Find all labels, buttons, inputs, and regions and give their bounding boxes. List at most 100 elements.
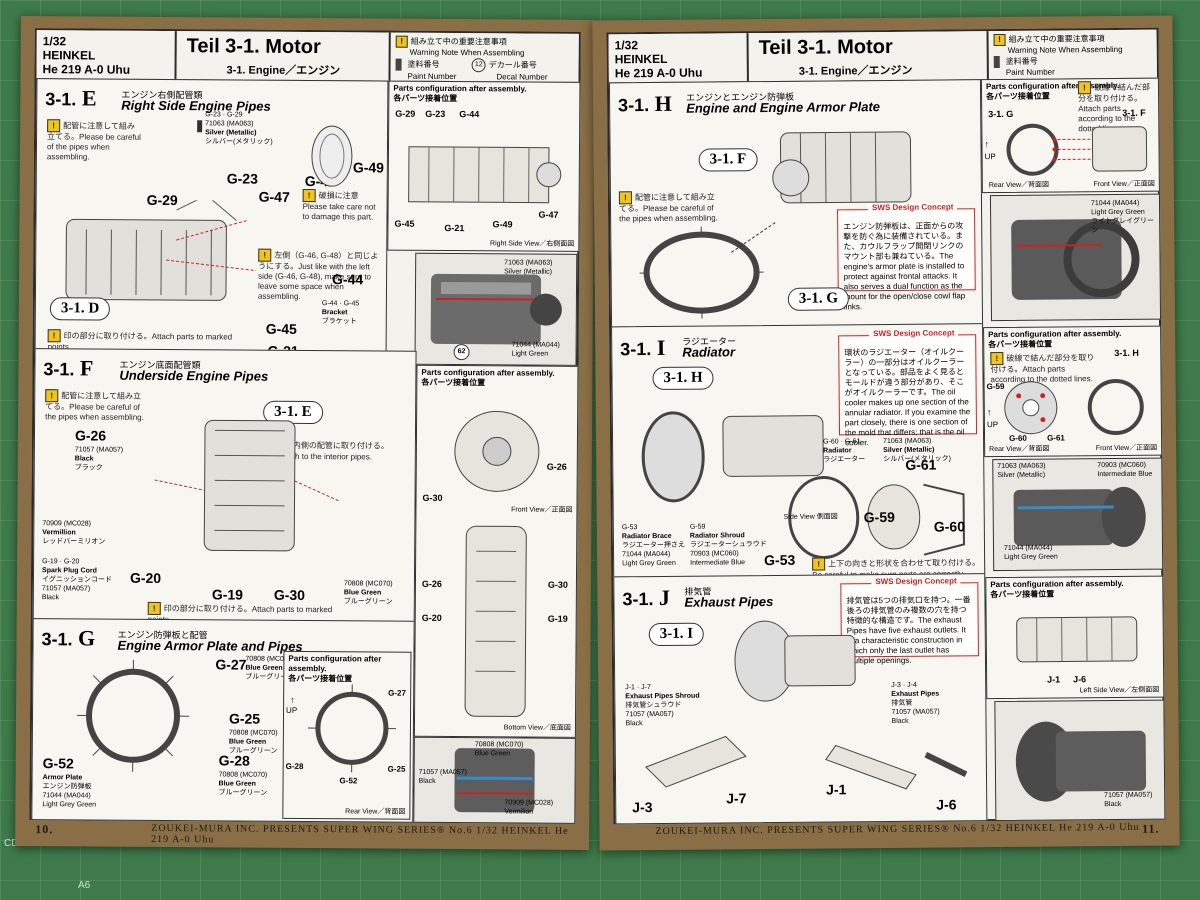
section-i: 3-1. I ラジエーター Radiator 3-1. H SWS Design…: [611, 323, 986, 579]
concept-title-i: SWS Design Concept: [869, 328, 959, 340]
section-f-note1-text: 配管に注意して組み立てる。Please be careful of the pi…: [45, 391, 144, 422]
cfg-f-g30: G-30: [422, 492, 443, 503]
ref-3-1-f: 3-1. F: [698, 148, 758, 172]
cfg-g-title-en: Parts configuration after assembly.: [288, 653, 382, 674]
paint-bottle-icon: [993, 55, 1000, 69]
up-label: UP: [286, 705, 298, 715]
cfg-g29: G-29: [395, 108, 416, 119]
section-f-title: Underside Engine Pipes: [119, 367, 269, 384]
section-h-num: 3-1.: [618, 95, 650, 116]
page-title-right: Teil 3-1. Motor: [758, 35, 893, 60]
armor-ring-drawing: [77, 659, 190, 772]
photo-h-jp: ライトグレイグリーン: [1091, 217, 1155, 235]
section-h-heading: 3-1. H: [618, 91, 672, 117]
section-j-heading: 3-1. J: [622, 585, 670, 611]
g23-paint-jp: シルバー(メタリック): [205, 138, 273, 146]
photo-code: 71063 (MA063): [504, 259, 553, 267]
g44-jp: ブラケット: [321, 318, 357, 326]
section-j-photo: 71057 (MA057)Black: [994, 699, 1166, 822]
part-j6: J-6: [936, 796, 957, 813]
photo-i-name1: Silver (Metallic): [997, 471, 1046, 480]
engine-photo-i: [1013, 486, 1146, 547]
g28-code: 70808 (MC070): [218, 771, 268, 779]
engine-underside-drawing: [154, 419, 340, 552]
mat-mark-bottom: A6: [78, 880, 91, 891]
warning-icon: !: [258, 248, 272, 262]
g44-label: G-44 · G-45: [321, 300, 360, 308]
cfg-g-g25: G-25: [387, 764, 406, 774]
section-g-config: Parts configuration after assembly.各パーツ接…: [282, 650, 412, 820]
photo-i-callout3: 71044 (MA044)Light Grey Green: [1004, 543, 1084, 562]
warning-icon: !: [45, 389, 59, 403]
cfg-j-j6: J-6: [1073, 674, 1087, 685]
concept-title-h: SWS Design Concept: [867, 202, 958, 214]
part-g60: G-60: [933, 518, 966, 535]
part-g20: G-20: [129, 569, 162, 586]
up-label-i: UP: [986, 420, 999, 430]
page-subtitle-right: 3-1. Engine／エンジン: [798, 64, 913, 78]
cfg-g-g28: G-28: [285, 761, 304, 771]
mat-mark-left: CD: [4, 838, 19, 849]
cfg-g45: G-45: [394, 218, 415, 229]
part-g25: G-25: [228, 710, 261, 727]
model-box: 1/32 HEINKEL He 219 A-0 Uhu: [36, 30, 177, 80]
section-e-note1: !配管に注意して組み立てる。Please be careful of the p…: [47, 119, 142, 163]
concept-text-i: 環状のラジエーター（オイルクーラー）の一部分はオイルクーラーとなっている。部品を…: [844, 347, 971, 448]
section-g-letter: G: [78, 625, 96, 651]
cfg-i-ref-h: 3-1. H: [1114, 347, 1139, 359]
part-g23: G-23: [226, 170, 258, 187]
part-g52: G-52: [42, 755, 74, 772]
part-g28: G-28: [218, 752, 250, 769]
config-i-drawing: [1004, 378, 1144, 435]
page-title: Teil 3-1. Motor: [186, 35, 321, 59]
design-concept-h: SWS Design Concept エンジン防弾板は、正面からの攻撃を防ぐ為に…: [837, 202, 976, 311]
photo-g-code1: 70808 (MC070): [474, 741, 524, 749]
section-i-letter: I: [656, 334, 666, 360]
section-e-letter: E: [81, 85, 97, 111]
footer-text-left: ZOUKEI-MURA INC. PRESENTS SUPER WING SER…: [151, 822, 569, 846]
right-page: 1/32 HEINKEL He 219 A-0 Uhu Teil 3-1. Mo…: [592, 15, 1180, 851]
left-footer: 10. ZOUKEI-MURA INC. PRESENTS SUPER WING…: [31, 822, 573, 845]
cfg-f-g26: G-26: [546, 461, 567, 472]
left-header: 1/32 HEINKEL He 219 A-0 Uhu Teil 3-1. Mo…: [36, 30, 579, 84]
cfg-f-bottom-g30: G-30: [547, 579, 568, 590]
legend: !組み立て中の重要注意事項 Warning Note When Assembli…: [388, 32, 579, 82]
section-e: 3-1. E エンジン右側配管類 Right Side Engine Pipes…: [34, 78, 389, 353]
section-e-heading: 3-1. E: [45, 85, 96, 111]
ref-3-1-i: 3-1. I: [648, 622, 705, 647]
engine-photo-h: [1011, 219, 1140, 300]
section-i-heading: 3-1. I: [620, 335, 665, 361]
paint-bottle-icon: [197, 120, 203, 133]
section-h-title: Engine and Engine Armor Plate: [686, 99, 881, 116]
part-g59: G-59: [863, 508, 895, 526]
cfg-f-bottom-g19: G-19: [547, 613, 568, 624]
model-label-right: He 219 A-0 Uhu: [614, 65, 703, 81]
paint-bottle-icon: [395, 58, 402, 71]
photo-callout-e2: 71044 (MA044)Light Green: [512, 340, 576, 358]
section-g-title: Engine Armor Plate and Pipes: [117, 637, 303, 654]
cfg-g44: G-44: [459, 109, 480, 120]
part-j7: J-7: [726, 790, 747, 807]
ref-3-1-d: 3-1. D: [49, 297, 111, 321]
g53-jp: ラジエーター押さえ: [621, 541, 685, 550]
part-g30: G-30: [273, 586, 306, 604]
engine-drawing-h: [772, 131, 912, 204]
section-f-num: 3-1.: [43, 359, 75, 380]
section-i-config: Parts configuration after assembly.各パーツ接…: [983, 325, 1163, 458]
photo-i-name2: Intermediate Blue: [1097, 470, 1153, 479]
photo-g-name2: Black: [418, 777, 436, 785]
photo-g-code2: 71057 (MA057): [418, 768, 467, 777]
page-number-11: 11.: [1142, 821, 1160, 836]
model-label: He 219 A-0 Uhu: [42, 62, 131, 77]
warning-icon: !: [47, 329, 61, 343]
photo-g-callout2: 71057 (MA057)Black: [419, 768, 469, 786]
section-g-heading: 3-1. G: [41, 625, 95, 651]
warning-icon: !: [395, 35, 408, 48]
